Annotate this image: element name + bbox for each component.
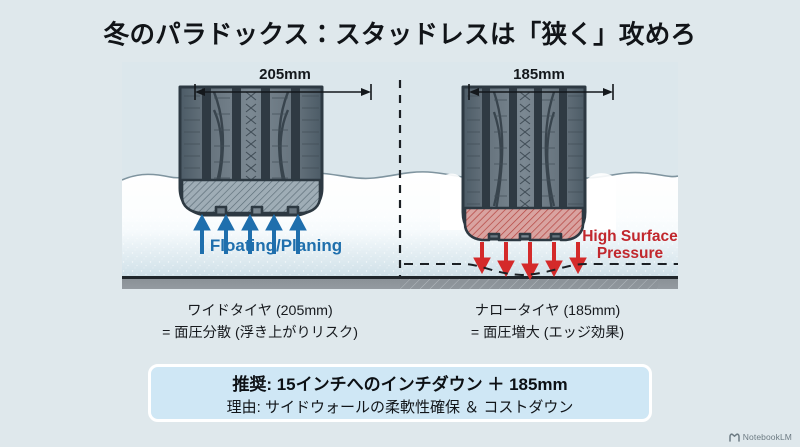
left-caption-line-2: = 面圧分散 (浮き上がりリスク) <box>162 325 358 341</box>
right-tire-narrow <box>440 85 616 242</box>
notebooklm-icon <box>729 432 740 442</box>
recommendation-line-2: 理由: サイドウォールの柔軟性確保 ＆ コストダウン <box>226 398 574 416</box>
left-tire-wide <box>178 85 324 217</box>
road-surface-line <box>122 276 678 279</box>
hsp-line-2: Pressure <box>596 245 664 263</box>
recommendation-box: 推奨: 15インチへのインチダウン ＋ 185mm 理由: サイドウォールの柔軟… <box>148 364 652 422</box>
right-tire-width-label: 185mm <box>513 66 565 83</box>
right-contact-patch <box>463 206 585 242</box>
notebooklm-watermark: NotebookLM <box>729 432 792 442</box>
watermark-label: NotebookLM <box>742 432 792 442</box>
right-tire-caption: ナロータイヤ (185mm) = 面圧増大 (エッジ効果) <box>405 300 690 344</box>
ground-compaction-hatch <box>400 279 658 289</box>
left-uplift-arrows <box>193 213 307 254</box>
recommendation-line-1: 推奨: 15インチへのインチダウン ＋ 185mm <box>232 374 568 394</box>
left-caption-line-1: ワイドタイヤ (205mm) <box>187 303 333 319</box>
right-dimension-arrow <box>468 84 614 100</box>
left-contact-patch <box>180 178 322 215</box>
tire-snow-illustration <box>122 62 678 289</box>
right-caption-line-1: ナロータイヤ (185mm) <box>474 303 621 319</box>
left-dimension-arrow <box>194 84 372 100</box>
page-title: 冬のパラドックス：スタッドレスは「狭く」攻めろ <box>103 21 697 49</box>
hsp-line-1: High Surface <box>582 228 678 245</box>
right-caption-line-2: = 面圧増大 (エッジ効果) <box>470 325 625 341</box>
high-surface-pressure-annotation: High Surface Pressure <box>570 228 690 263</box>
floating-planing-annotation: Floating/Planing <box>209 236 343 255</box>
left-tire-width-label: 205mm <box>259 66 311 83</box>
illustration-svg <box>122 62 678 289</box>
snow-deformation-line <box>404 263 678 277</box>
left-tire-caption: ワイドタイヤ (205mm) = 面圧分散 (浮き上がりリスク) <box>120 300 400 344</box>
